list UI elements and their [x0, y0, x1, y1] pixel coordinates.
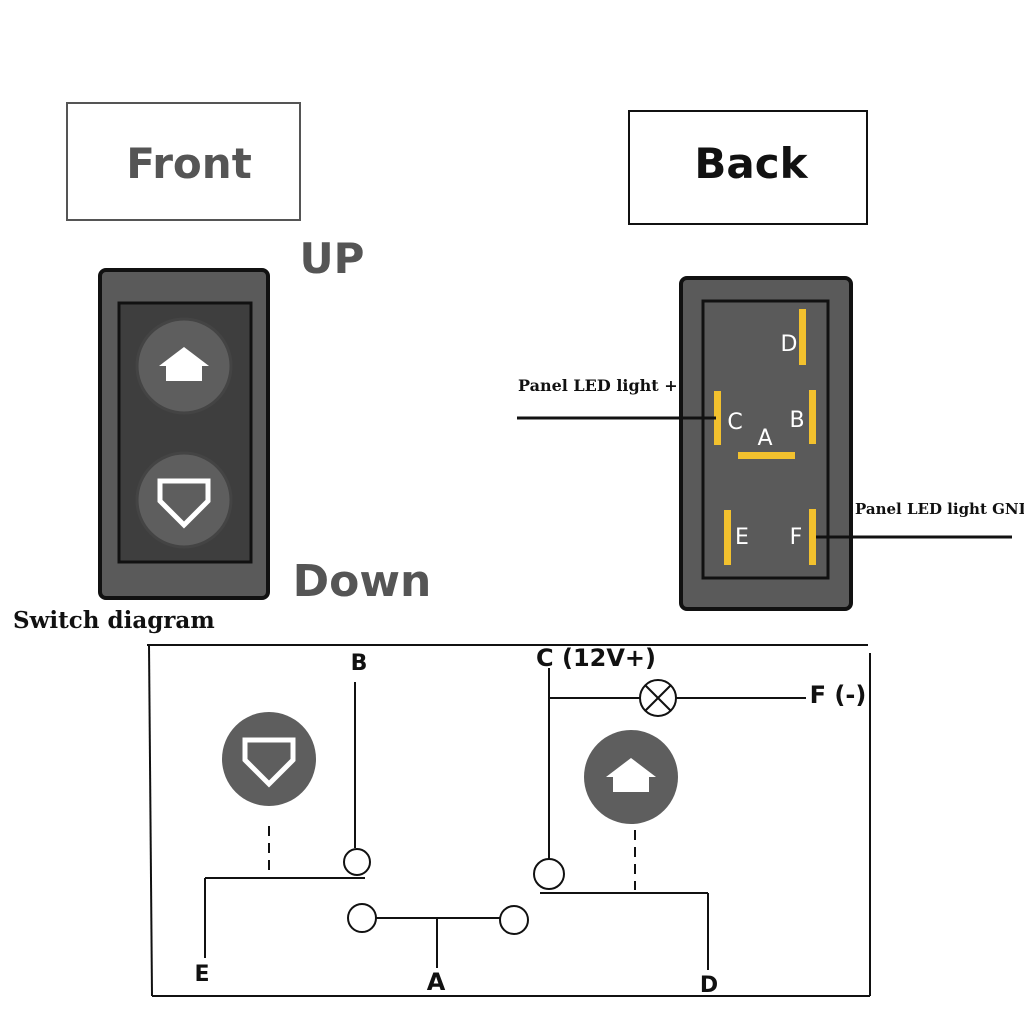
schematic-a-label: A [427, 968, 446, 996]
down-label: Down [293, 556, 432, 607]
terminal-e-pin [724, 510, 731, 565]
terminal-b-label: B [789, 408, 804, 433]
terminal-b-pin [809, 390, 816, 444]
terminal-c-label: C [727, 410, 742, 435]
terminal-a-pin [738, 452, 795, 459]
switch-face-back [701, 299, 830, 580]
terminal-d-label: D [781, 332, 798, 357]
schematic-c-label: C (12V+) [536, 644, 656, 672]
schematic-d-label: D [700, 973, 718, 998]
back-title-box [628, 110, 868, 225]
schematic-up-button [584, 730, 678, 824]
contact-a-right [499, 905, 529, 935]
terminal-e-label: E [735, 525, 749, 550]
schematic-down-button [222, 712, 316, 806]
back-panel: Back D C B A E F Panel LED light + Panel… [517, 110, 1024, 611]
terminal-c-pin [714, 391, 721, 445]
terminal-f-pin [809, 509, 816, 565]
down-button[interactable] [135, 451, 233, 549]
schematic-title: Switch diagram [13, 607, 215, 634]
schematic-f-label: F (-) [810, 681, 867, 709]
down-arrow-icon [242, 737, 296, 788]
contact-a-left [347, 903, 377, 933]
up-arrow-icon [606, 758, 656, 792]
led-plus-label: Panel LED light + [518, 376, 678, 395]
front-title: Front [126, 139, 252, 188]
led-gnd-label: Panel LED light GND- [855, 500, 1024, 518]
down-arrow-icon [157, 478, 211, 529]
terminal-f-label: F [790, 525, 803, 550]
front-title-box [66, 102, 301, 221]
lamp-icon [639, 679, 677, 717]
front-panel: Front UP Down [66, 102, 432, 607]
schematic-b-label: B [351, 651, 368, 676]
up-button[interactable] [135, 317, 233, 415]
schematic-frame [147, 644, 871, 997]
terminal-d-pin [799, 309, 806, 365]
back-title: Back [694, 139, 808, 188]
contact-c [533, 858, 565, 890]
contact-b [343, 848, 371, 876]
up-label: UP [300, 234, 365, 283]
terminal-a-label: A [757, 426, 772, 451]
schematic-e-label: E [194, 962, 209, 987]
switch-schematic: Switch diagram B C (12V+) F (-) [13, 607, 871, 998]
up-arrow-icon [159, 347, 209, 381]
